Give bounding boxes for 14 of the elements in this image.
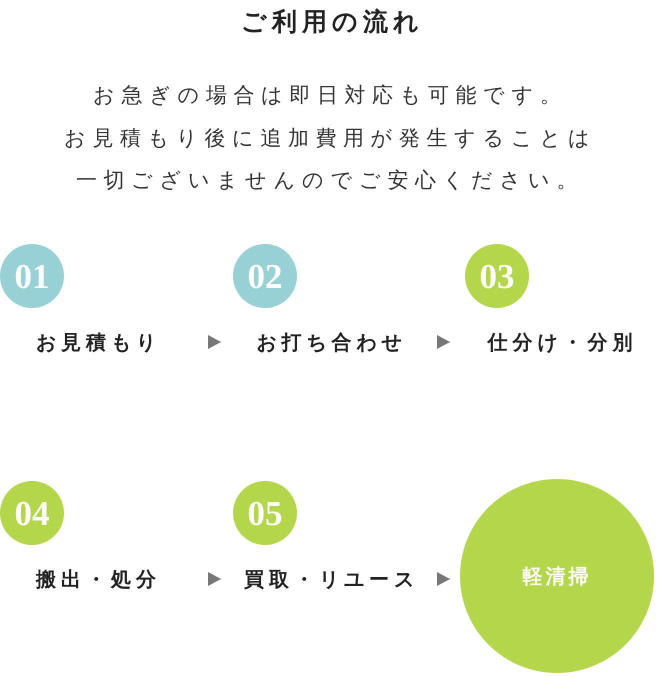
step-number-circle: 03	[465, 244, 529, 308]
step-number-circle: 02	[233, 244, 297, 308]
step-label: お見積もり	[31, 330, 161, 354]
step-label: 買取・リユース	[239, 567, 419, 591]
step-label: 仕分け・分別	[482, 330, 638, 354]
intro-text: お見積もり後に追加費用が発生することは一切ございませんのでご安心ください。	[62, 124, 598, 194]
final-step-circle: 軽清掃	[460, 479, 654, 673]
diagram-title: ご利用の流れ	[240, 6, 424, 38]
step-number-circle: 04	[0, 481, 64, 545]
step-label: 搬出・処分	[31, 567, 161, 591]
step-number-circle: 05	[233, 481, 297, 545]
intro-text: お急ぎの場合は即日対応も可能です。	[92, 82, 568, 109]
step-number-circle: 01	[0, 244, 64, 308]
step-label: お打ち合わせ	[252, 330, 406, 354]
